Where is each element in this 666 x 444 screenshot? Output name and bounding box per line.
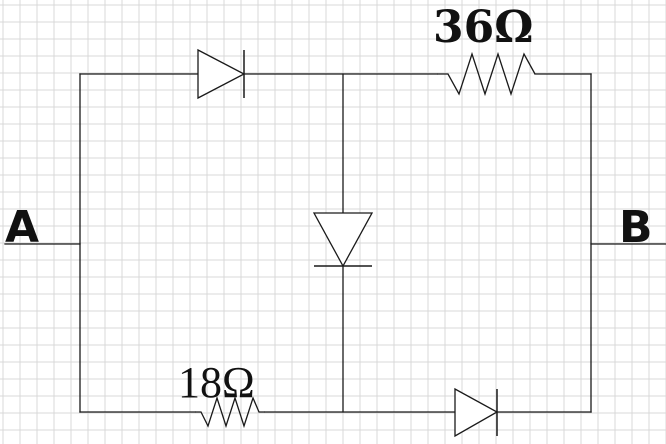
wires (4, 73, 666, 413)
diode-middle (312, 212, 374, 268)
terminal-b-label: B (619, 202, 653, 253)
resistor-top (437, 51, 536, 97)
resistor-bottom-label: 18Ω (178, 358, 255, 407)
resistor-top-label: 36Ω (433, 2, 533, 53)
diode-bottom (454, 387, 499, 438)
diode-top-triangle (197, 48, 246, 100)
resistor-bottom (195, 395, 265, 429)
diode-top (197, 48, 246, 100)
diode-bottom-triangle (454, 387, 499, 438)
terminal-a-label: A (5, 202, 39, 253)
diode-middle-triangle (312, 212, 374, 268)
